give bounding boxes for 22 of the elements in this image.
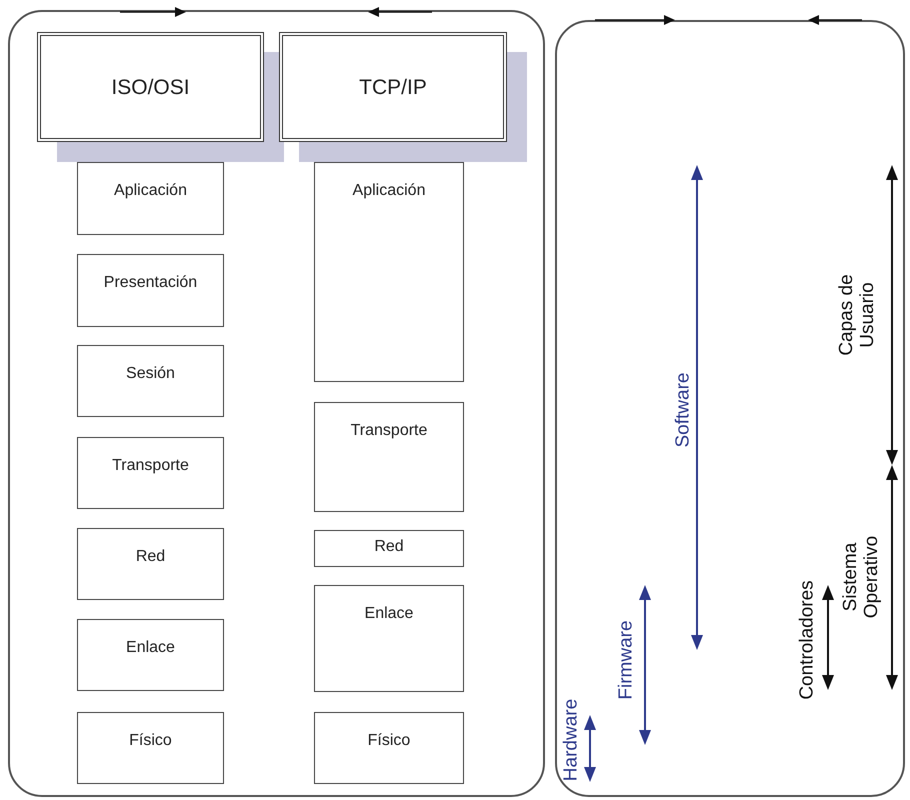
layer-box: Enlace — [314, 585, 464, 692]
range-label: Hardware — [562, 698, 582, 784]
layer-box: Presentación — [77, 254, 224, 327]
layer-box: Transporte — [77, 437, 224, 509]
layer-box: Aplicación — [314, 162, 464, 382]
model-header-box: ISO/OSI — [37, 32, 264, 142]
range-label: Controladores — [798, 579, 818, 702]
range-label: Software — [674, 372, 694, 450]
range-label: Sistema Operativo — [841, 534, 883, 620]
layer-box: Red — [77, 528, 224, 600]
panel-frame — [8, 10, 545, 797]
layer-box: Físico — [77, 712, 224, 784]
panel-frame — [555, 20, 905, 797]
range-label: Capas de Usuario — [837, 273, 879, 358]
layer-box: Transporte — [314, 402, 464, 512]
layer-box: Sesión — [77, 345, 224, 417]
range-label: Firmware — [616, 619, 638, 702]
layer-box: Aplicación — [77, 162, 224, 235]
layer-box: Enlace — [77, 619, 224, 691]
layer-box: Red — [314, 530, 464, 567]
model-header-box: TCP/IP — [279, 32, 507, 142]
layer-box: Físico — [314, 712, 464, 784]
